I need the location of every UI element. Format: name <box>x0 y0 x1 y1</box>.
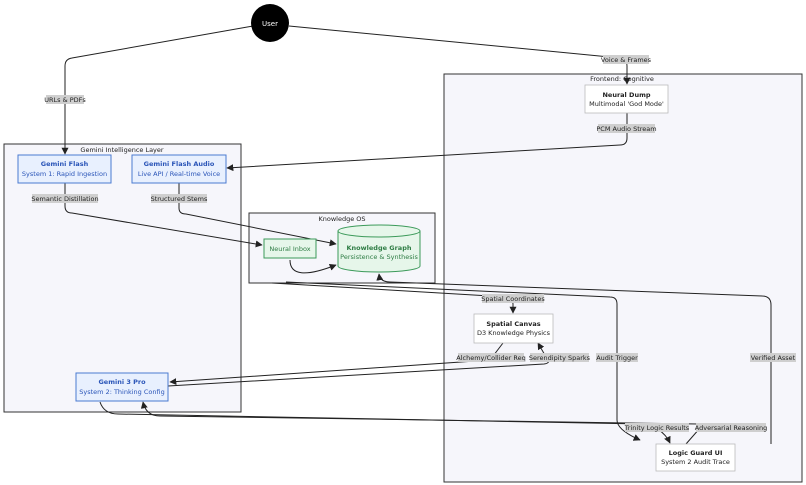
svg-text:Spatial Coordinates: Spatial Coordinates <box>481 295 545 303</box>
svg-text:Trinity Logic Results: Trinity Logic Results <box>624 424 690 432</box>
label-pcm-audio: PCM Audio Stream <box>596 124 657 133</box>
gemini-group: Gemini Intelligence Layer <box>3 143 242 413</box>
gemini-flash-node[interactable]: Gemini Flash System 1: Rapid Ingestion <box>17 154 112 184</box>
gemini-flash-audio-node[interactable]: Gemini Flash Audio Live API / Real-time … <box>131 154 227 184</box>
label-adversarial: Adversarial Reasoning <box>695 423 767 432</box>
user-label: User <box>262 20 278 28</box>
gemini-flash-audio-subtitle: Live API / Real-time Voice <box>138 170 220 178</box>
edge-verified-asset <box>376 273 772 444</box>
edge-audit-trigger <box>285 281 641 441</box>
gemini-flash-title: Gemini Flash <box>41 160 89 168</box>
gemini-group-title: Gemini Intelligence Layer <box>80 146 164 154</box>
svg-text:Audit Trigger: Audit Trigger <box>596 354 638 362</box>
gemini-pro-subtitle: System 2: Thinking Config <box>79 388 164 396</box>
knowledge-graph-title: Knowledge Graph <box>347 244 412 252</box>
spatial-canvas-title: Spatial Canvas <box>486 320 540 328</box>
edge-user-to-gemini-flash <box>61 25 254 155</box>
knowledge-group-title: Knowledge OS <box>318 215 365 223</box>
label-audit-trigger: Audit Trigger <box>596 353 638 362</box>
logic-guard-title: Logic Guard UI <box>669 449 723 457</box>
gemini-flash-audio-title: Gemini Flash Audio <box>144 160 215 168</box>
label-alchemy: Alchemy/Collider Req <box>456 353 526 362</box>
svg-text:Structured Stems: Structured Stems <box>151 195 208 203</box>
frontend-group <box>443 73 803 483</box>
label-verified-asset: Verified Asset <box>750 353 796 362</box>
svg-text:URLs & PDFs: URLs & PDFs <box>44 96 86 104</box>
neural-dump-title: Neural Dump <box>602 91 650 99</box>
label-trinity: Trinity Logic Results <box>624 423 690 432</box>
label-spatial-coordinates: Spatial Coordinates <box>481 294 545 303</box>
spatial-canvas-subtitle: D3 Knowledge Physics <box>477 329 551 337</box>
gemini-pro-title: Gemini 3 Pro <box>98 378 146 386</box>
edge-labels: URLs & PDFs Voice & Frames PCM Audio Str… <box>31 55 796 432</box>
svg-text:Verified Asset: Verified Asset <box>751 354 796 362</box>
knowledge-graph-node[interactable]: Knowledge Graph Persistence & Synthesis <box>337 224 421 273</box>
svg-text:Semantic Distillation: Semantic Distillation <box>31 195 98 203</box>
label-voice-frames: Voice & Frames <box>601 55 652 64</box>
edge-gemini-flash-to-inbox <box>64 183 263 248</box>
svg-text:Adversarial Reasoning: Adversarial Reasoning <box>695 424 767 432</box>
neural-inbox-node[interactable]: Neural Inbox <box>263 238 317 259</box>
svg-text:PCM Audio Stream: PCM Audio Stream <box>596 125 656 133</box>
edge-neural-dump-to-flash-audio <box>226 113 628 172</box>
label-serendipity: Serendipity Sparks <box>529 353 591 362</box>
label-urls-pdfs: URLs & PDFs <box>44 95 86 104</box>
user-node[interactable]: User <box>251 4 289 42</box>
neural-dump-subtitle: Multimodal 'God Mode' <box>589 100 664 108</box>
svg-text:Voice & Frames: Voice & Frames <box>601 56 652 64</box>
neural-dump-node[interactable]: Neural Dump Multimodal 'God Mode' <box>584 84 669 114</box>
knowledge-graph-subtitle: Persistence & Synthesis <box>340 253 418 261</box>
spatial-canvas-node[interactable]: Spatial Canvas D3 Knowledge Physics <box>473 313 554 344</box>
gemini-pro-node[interactable]: Gemini 3 Pro System 2: Thinking Config <box>75 372 169 402</box>
svg-text:Alchemy/Collider Req: Alchemy/Collider Req <box>456 354 525 362</box>
logic-guard-subtitle: System 2 Audit Trace <box>661 458 730 466</box>
label-structured-stems: Structured Stems <box>151 194 208 203</box>
svg-text:Serendipity Sparks: Serendipity Sparks <box>529 354 591 362</box>
frontend-group-title: Frontend: Cognitive <box>590 75 654 83</box>
edge-flash-audio-to-knowledge-graph <box>178 183 337 247</box>
neural-inbox-title: Neural Inbox <box>269 245 310 253</box>
edge-inbox-to-knowledge-graph <box>289 259 337 274</box>
label-semantic-distillation: Semantic Distillation <box>31 194 99 203</box>
logic-guard-node[interactable]: Logic Guard UI System 2 Audit Trace <box>655 443 736 472</box>
gemini-flash-subtitle: System 1: Rapid Ingestion <box>22 170 107 178</box>
